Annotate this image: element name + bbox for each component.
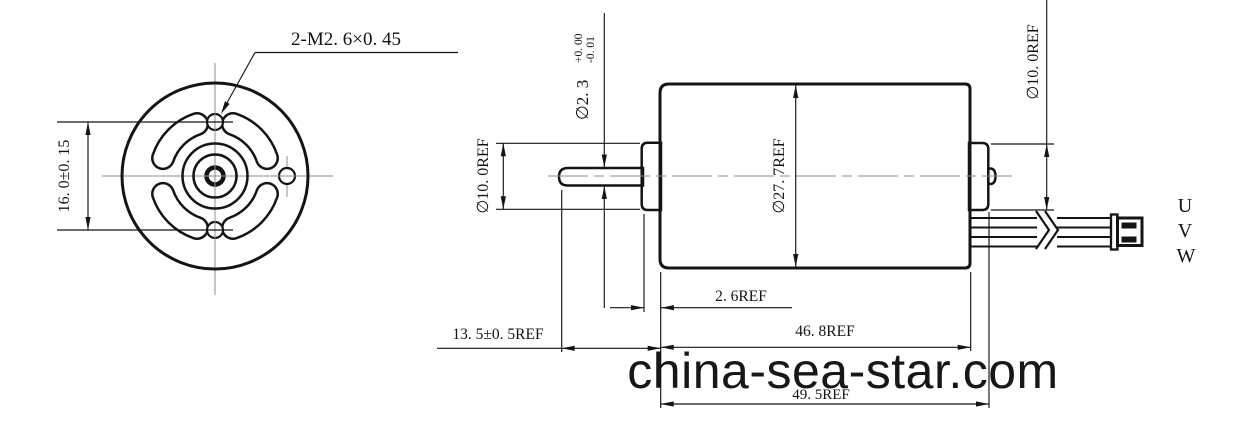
wire-label-w: W — [1177, 245, 1196, 267]
thread-callout-label: 2-M2. 6×0. 45 — [291, 29, 401, 50]
endcap-outer-circle — [120, 81, 310, 271]
rear-boss — [967, 141, 990, 212]
front-view: 16. 0±0. 15 2-M2. 6×0. 45 — [56, 29, 458, 295]
shaft-diameter-label: ∅2. 3 — [573, 80, 592, 120]
thread-callout: 2-M2. 6×0. 45 — [221, 29, 458, 114]
boss-circle-inner — [192, 153, 238, 199]
connector-pin — [1121, 222, 1137, 229]
body-diameter-label: ∅27. 7REF — [771, 138, 788, 213]
motor-shaft — [557, 166, 645, 187]
wire-break-symbol — [1035, 210, 1060, 250]
dim-front-boss-diameter: ∅10. 0REF — [475, 138, 640, 214]
center-shaft-hole — [201, 162, 229, 190]
dim-overall-length: 49. 5REF — [660, 212, 990, 408]
vent-slots — [151, 112, 279, 240]
connector-pin — [1121, 236, 1137, 243]
dim-boss-length: 2. 6REF — [610, 214, 792, 312]
dim-shaft-diameter: ∅2. 3 +0. 00 -0. 01 — [573, 13, 607, 308]
front-boss-diameter-label: ∅10. 0REF — [475, 138, 492, 213]
connector-plug — [1109, 213, 1144, 251]
overall-length-label: 49. 5REF — [792, 387, 850, 403]
wire-label-u: U — [1178, 195, 1193, 217]
watermark-text: china-sea-star.com — [627, 343, 1058, 399]
side-view: U V W ∅2. 3 +0. 00 -0. 01 ∅10. 0REF — [437, 0, 1196, 408]
motor-body — [658, 82, 972, 270]
shaft-diameter-tol-upper: +0. 00 — [573, 33, 585, 63]
shaft-length-label: 13. 5±0. 5REF — [452, 326, 544, 343]
wire-harness — [971, 210, 1144, 251]
rear-boss-diameter-label: ∅10. 0REF — [1025, 24, 1042, 99]
wire-label-v: V — [1178, 220, 1193, 242]
boss-length-label: 2. 6REF — [715, 288, 767, 305]
body-length-label: 46. 8REF — [795, 323, 855, 340]
dim-shaft-length: 13. 5±0. 5REF — [437, 190, 661, 352]
dim-body-diameter: ∅27. 7REF — [771, 85, 799, 267]
dim-hole-spacing: 16. 0±0. 15 — [56, 121, 233, 231]
front-boss — [640, 141, 663, 212]
dim-rear-boss-diameter: ∅10. 0REF — [991, 0, 1054, 211]
shaft-diameter-tol-lower: -0. 01 — [585, 36, 597, 63]
dim-body-length: 46. 8REF — [660, 272, 972, 408]
hole-spacing-label: 16. 0±0. 15 — [56, 140, 73, 213]
boss-circle-outer — [181, 142, 249, 210]
wire-phase-labels: U V W — [1177, 195, 1196, 267]
